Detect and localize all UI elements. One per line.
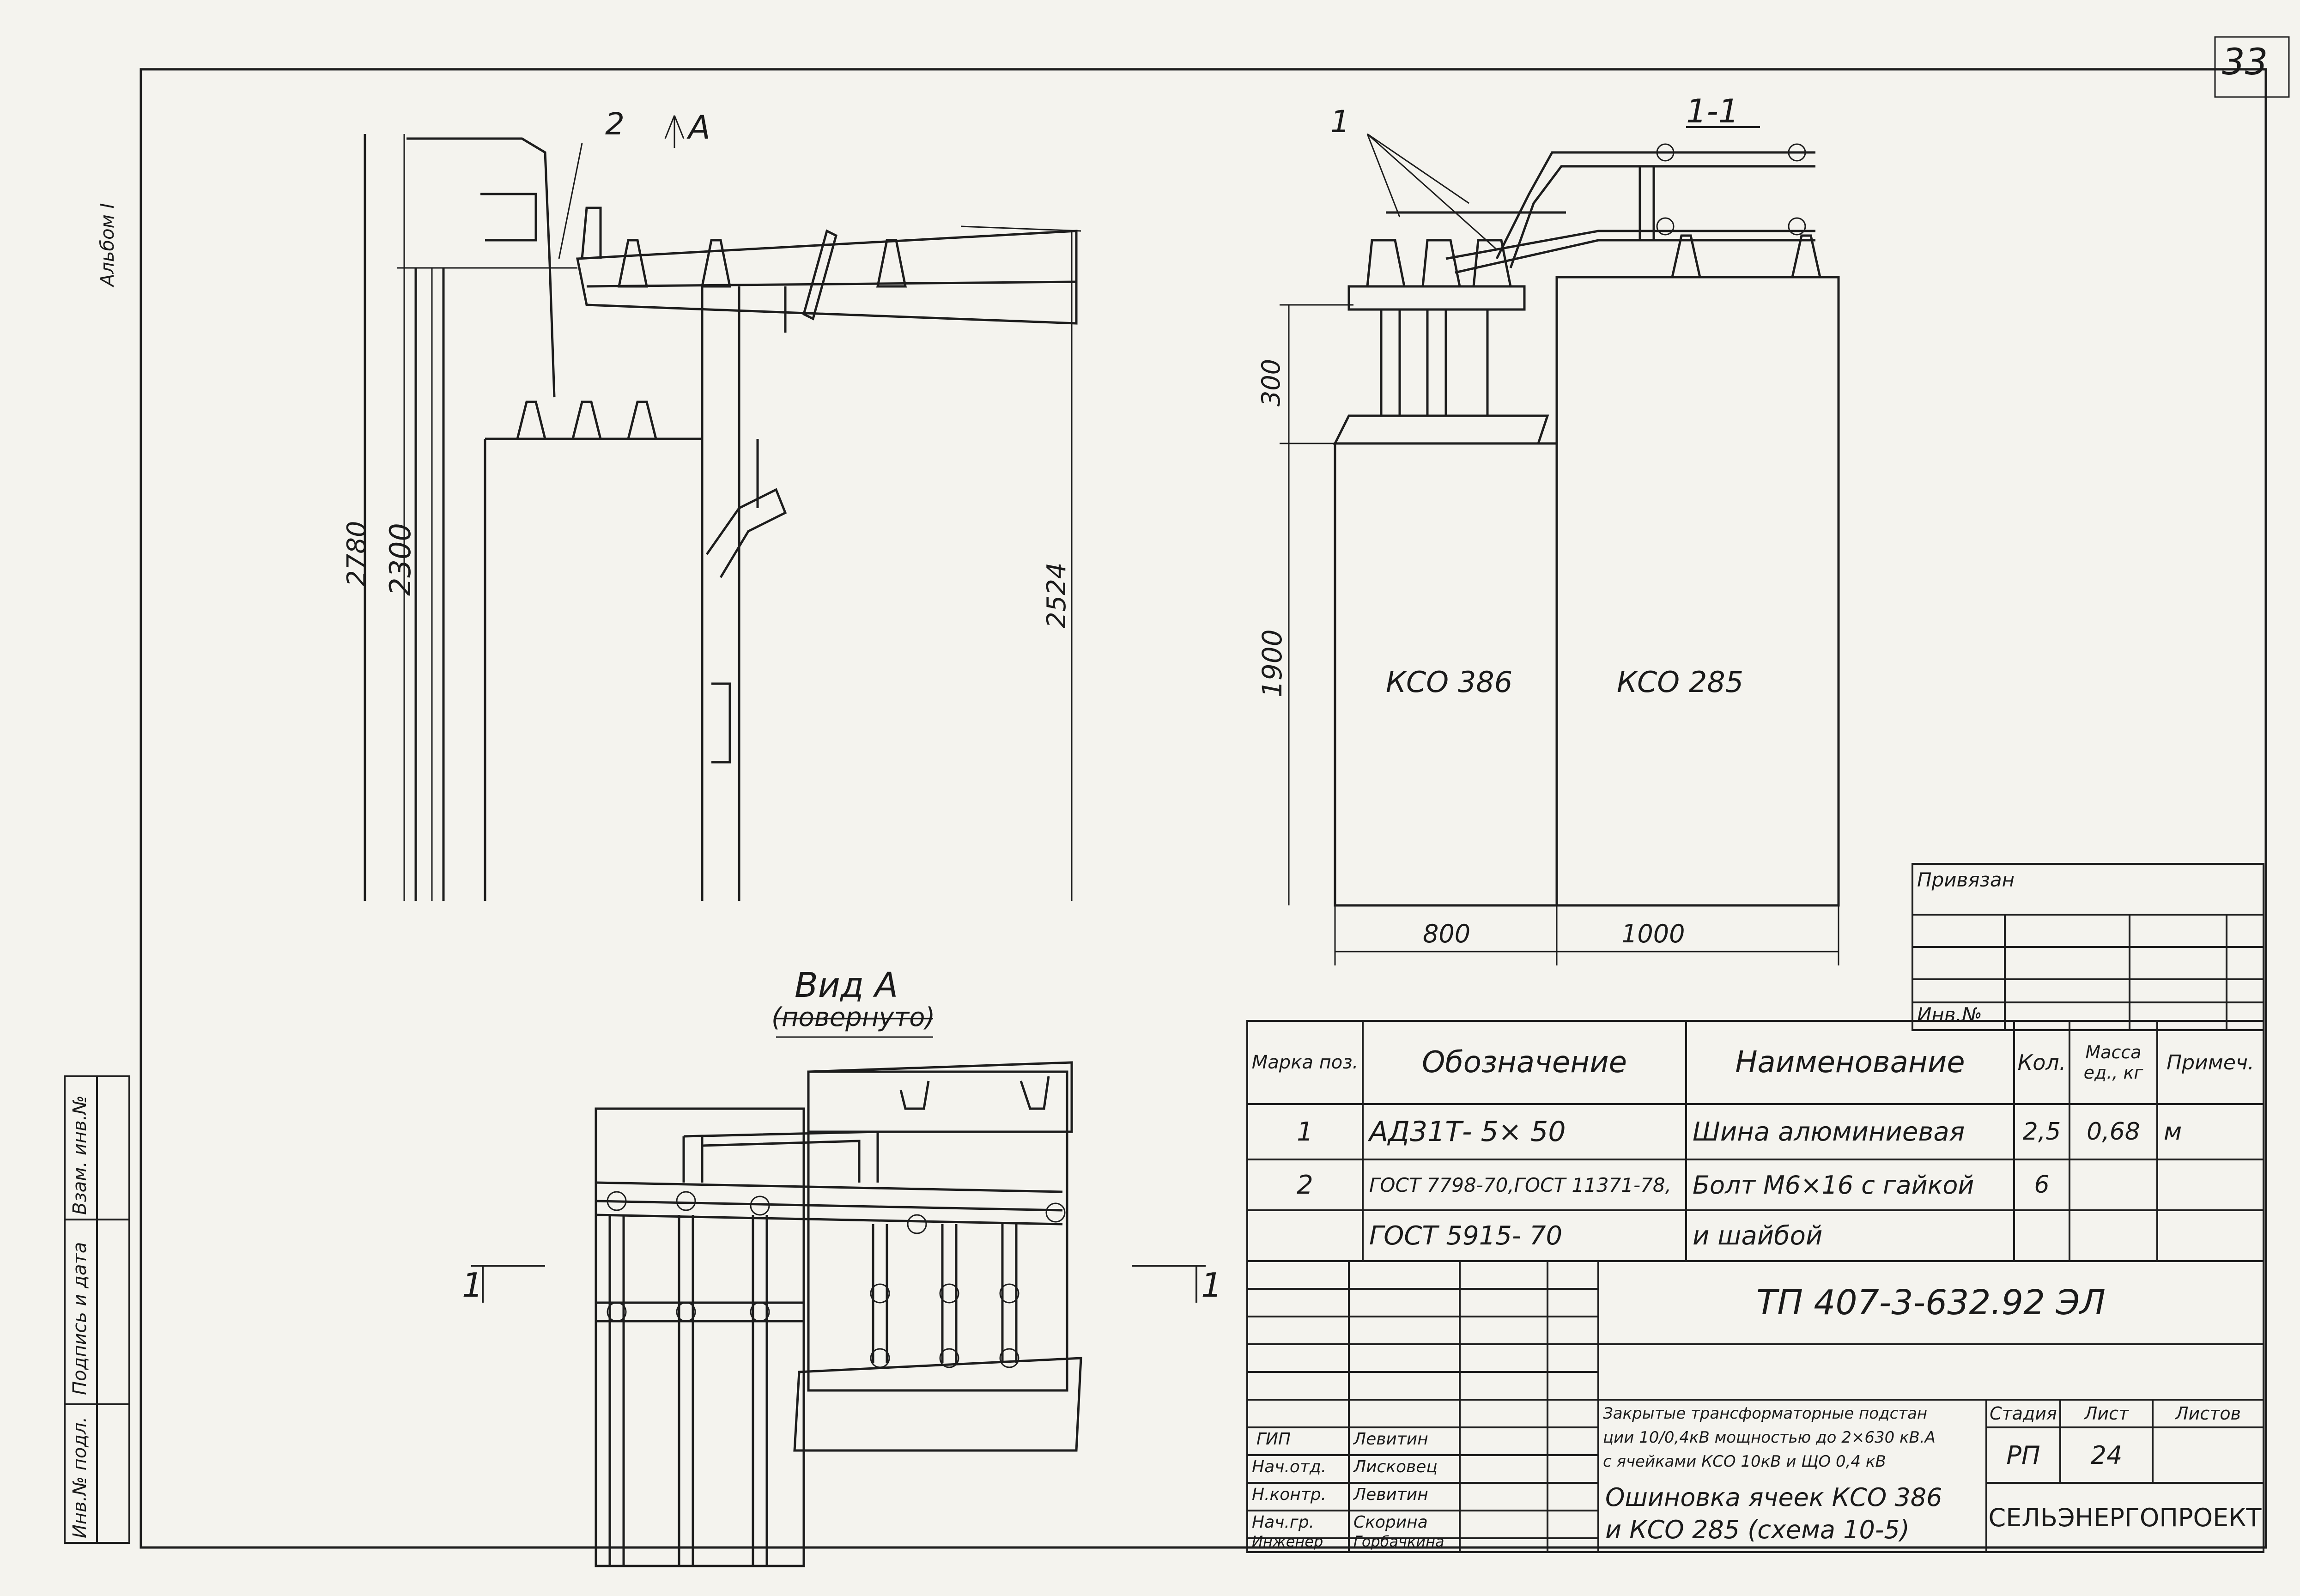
view-a — [471, 1019, 1206, 1566]
section-title: 1-1 — [1686, 92, 1739, 130]
spec-row3-mark — [1247, 1210, 1363, 1261]
sheet-label: Лист — [2084, 1403, 2129, 1424]
dimension-1000: 1000 — [1621, 919, 1685, 948]
spec-header-name: Наименование — [1735, 1045, 1965, 1080]
title-block-grid — [1247, 1261, 2264, 1552]
album-note: Альбом I — [97, 203, 118, 286]
spec-row3-name: и шайбой — [1693, 1220, 1823, 1251]
binding-label: Привязан — [1917, 868, 2015, 891]
stamp-vzam-inv: Взам. инв.№ — [69, 1095, 91, 1215]
staff-role-gip: ГИП — [1256, 1430, 1291, 1449]
stage-label: Стадия — [1990, 1403, 2057, 1424]
organization-name: СЕЛЬЭНЕРГОПРОЕКТ — [1988, 1503, 2262, 1532]
spec-row1-name: Шина алюминиевая — [1693, 1117, 1965, 1147]
staff-name-head-group: Скорина — [1353, 1513, 1428, 1532]
elevation-view — [365, 115, 1081, 901]
drawing-title-line1: Ошиновка ячеек КСО 386 — [1605, 1483, 1942, 1512]
spec-row2-name: Болт М6×16 с гайкой — [1693, 1170, 1974, 1200]
spec-row2-designation: ГОСТ 7798-70,ГОСТ 11371-78, — [1369, 1173, 1671, 1196]
stage-value: РП — [2006, 1440, 2040, 1470]
spec-row1-note: м — [2164, 1118, 2182, 1146]
sheets-label: Листов — [2175, 1403, 2241, 1424]
spec-header-mark: Марка поз. — [1251, 1052, 1359, 1073]
callout-pos2: 2 — [605, 106, 625, 142]
dimension-300: 300 — [1256, 358, 1286, 407]
sheets-value — [2153, 1427, 2264, 1483]
spec-row3-note — [2157, 1210, 2264, 1261]
cell-label-kso285: КСО 285 — [1617, 665, 1744, 699]
spec-header-designation: Обозначение — [1421, 1045, 1627, 1080]
page-number-box — [2215, 37, 2289, 97]
sheet-frame — [141, 69, 2266, 1547]
stamp-inv-podl: Инв.№ подл. — [69, 1416, 91, 1538]
spec-row1-qty: 2,5 — [2022, 1118, 2061, 1146]
sheet-value: 24 — [2090, 1440, 2123, 1470]
spec-header-note: Примеч. — [2166, 1050, 2254, 1074]
spec-table-grid — [1247, 1021, 2264, 1261]
spec-header-qty: Кол. — [2017, 1050, 2066, 1075]
dimension-1900: 1900 — [1256, 629, 1288, 698]
document-code: ТП 407-3-632.92 ЭЛ — [1756, 1283, 2106, 1323]
project-title-line2: ции 10/0,4кВ мощностью до 2×630 кВ.А — [1603, 1428, 1936, 1447]
dimension-2524: 2524 — [1042, 562, 1072, 628]
dimension-2300: 2300 — [383, 523, 417, 596]
spec-header-mass: Масса ед., кг — [2083, 1042, 2143, 1083]
spec-row2-mark: 2 — [1297, 1170, 1313, 1200]
spec-row3-mass — [2069, 1210, 2157, 1261]
dimension-800: 800 — [1423, 919, 1471, 948]
staff-name-gip: Левитин — [1353, 1430, 1428, 1449]
staff-role-head-group: Нач.гр. — [1252, 1513, 1315, 1532]
page-number: 33 — [2222, 42, 2268, 83]
spec-row1-designation: АД31Т- 5× 50 — [1369, 1116, 1566, 1148]
section-marker-left: 1 — [462, 1266, 483, 1305]
binding-block-grid — [1912, 864, 2264, 1030]
inventory-label: Инв.№ — [1917, 1003, 1982, 1026]
spec-row2-mass — [2069, 1159, 2157, 1210]
staff-role-head-dept: Нач.отд. — [1252, 1457, 1327, 1476]
view-a-marker: А — [688, 109, 710, 146]
spec-row1-mass: 0,68 — [2087, 1118, 2140, 1146]
view-a-subtitle: (повернуто) — [771, 1002, 935, 1032]
spec-row3-designation: ГОСТ 5915- 70 — [1369, 1220, 1563, 1251]
spec-row3-qty — [2014, 1210, 2069, 1261]
project-title-line1: Закрытые трансформаторные подстан — [1603, 1404, 1928, 1423]
dimension-2780: 2780 — [342, 521, 372, 587]
left-stamp-grid — [65, 1076, 129, 1543]
section-marker-right: 1 — [1201, 1266, 1222, 1305]
project-title-line3: с ячейками КСО 10кВ и ЩО 0,4 кВ — [1603, 1452, 1886, 1471]
stamp-sign-date: Подпись и дата — [69, 1242, 91, 1395]
staff-name-head-dept: Лисковец — [1353, 1457, 1438, 1476]
spec-row2-note — [2157, 1159, 2264, 1210]
callout-pos1: 1 — [1330, 104, 1350, 140]
view-a-title: Вид А — [795, 965, 898, 1005]
spec-row1-mark: 1 — [1297, 1117, 1313, 1147]
cell-label-kso386: КСО 386 — [1386, 665, 1513, 699]
staff-role-engineer: Инженер — [1252, 1533, 1323, 1550]
staff-name-engineer: Горбачкина — [1353, 1533, 1444, 1550]
spec-row2-qty: 6 — [2034, 1171, 2050, 1199]
drawing-title-line2: и КСО 285 (схема 10-5) — [1605, 1515, 1910, 1544]
staff-name-norm-control: Левитин — [1353, 1485, 1428, 1504]
section-1-1-view — [1280, 127, 1839, 965]
staff-role-norm-control: Н.контр. — [1252, 1485, 1327, 1504]
